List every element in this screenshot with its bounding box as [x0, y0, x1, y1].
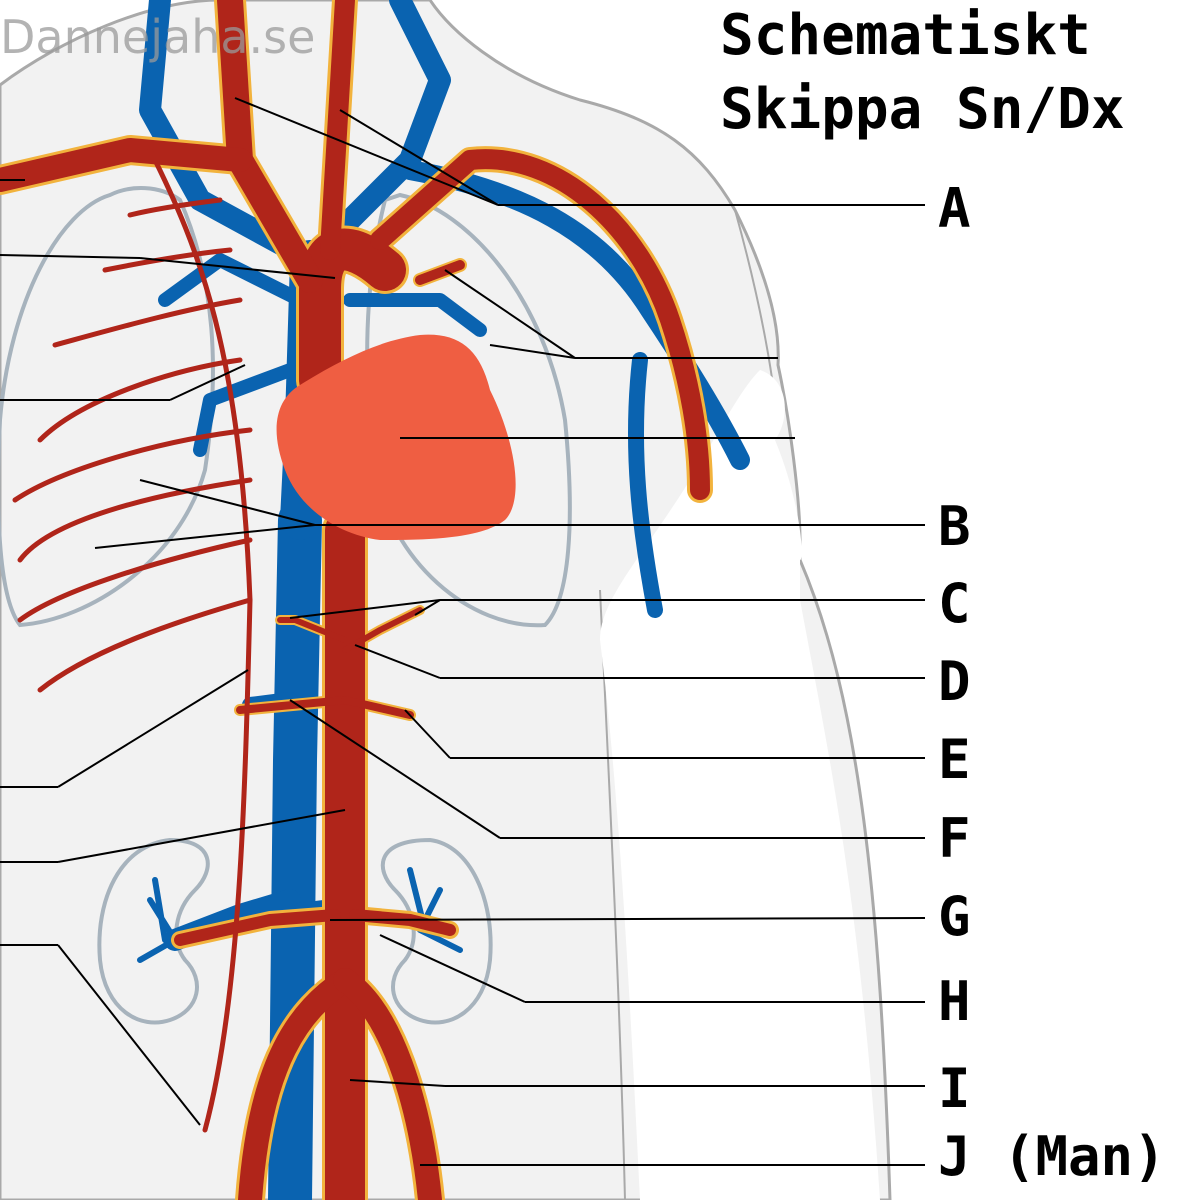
left-subclavian-artery — [370, 149, 710, 500]
left-iliac-artery — [333, 968, 442, 1200]
heart — [276, 334, 516, 540]
leader-e-1 — [404, 709, 451, 759]
intercostal-arteries — [12, 147, 253, 1133]
mesenteric-branch-left — [341, 696, 414, 719]
left-brachiocephalic-vein — [299, 0, 451, 271]
right-iliac-artery — [238, 968, 357, 1200]
right-pulmonary-vein — [158, 253, 307, 307]
leader-d-1 — [354, 644, 441, 679]
pulmonary-artery — [415, 260, 465, 285]
leader-c-2 — [414, 599, 441, 616]
label-i: I — [938, 1057, 971, 1120]
celiac-branch-right — [277, 617, 348, 643]
rib-artery-6 — [37, 597, 253, 693]
arteries — [0, 0, 710, 1200]
right-kidney-veins — [137, 877, 178, 963]
leader-a-2 — [339, 109, 499, 206]
right-pulmonary-vein-lower — [193, 363, 297, 457]
rib-artery-7 — [127, 197, 223, 218]
leader-lung-2 — [169, 364, 246, 401]
celiac-branch-left — [342, 607, 423, 653]
leader-left-1b — [57, 669, 249, 788]
leader-pulmonary-2 — [489, 344, 576, 359]
label-b: B — [938, 495, 971, 558]
label-c: C — [938, 572, 971, 635]
right-lung-outline — [0, 186, 215, 628]
leader-upper-2a — [0, 254, 141, 259]
leader-f-1 — [289, 699, 501, 839]
leader-a-1 — [234, 97, 499, 206]
title-line-2: Skippa Sn/Dx — [720, 77, 1125, 142]
rib-artery-4 — [17, 477, 253, 563]
left-cephalic-vein — [628, 352, 663, 618]
left-pulmonary-vein — [343, 293, 487, 337]
left-subclavian-vein — [400, 160, 750, 470]
leader-upper-2b — [139, 257, 336, 279]
right-subclavian-artery — [0, 138, 252, 192]
rib-artery-1 — [52, 297, 243, 348]
mesenteric-branch-right — [236, 696, 349, 714]
rib-artery-5 — [17, 537, 253, 623]
leader-b-1 — [139, 479, 316, 526]
right-kidney-outline — [97, 837, 210, 1025]
leader-g-main — [329, 917, 926, 921]
label-f: F — [938, 807, 971, 870]
label-j: J (Man) — [938, 1125, 1166, 1188]
label-d: D — [938, 650, 971, 713]
right-renal-artery — [174, 909, 341, 946]
leader-h-1 — [379, 934, 526, 1003]
watermark: Dannejaha.se — [0, 10, 316, 64]
title-line-1: Schematiskt — [720, 3, 1091, 68]
label-g: G — [938, 885, 971, 948]
leader-pulmonary-1 — [444, 269, 576, 359]
label-h: H — [938, 970, 971, 1033]
label-e: E — [938, 728, 971, 791]
leader-lines — [0, 97, 926, 1166]
leader-left-3b — [57, 944, 201, 1126]
label-a: A — [938, 177, 971, 240]
leader-left-2b — [57, 809, 346, 863]
leader-i-1 — [349, 1079, 446, 1087]
rib-artery-2 — [37, 357, 243, 443]
arm-gap — [600, 370, 880, 1200]
left-carotid-artery — [320, 0, 355, 260]
leader-c-1 — [289, 599, 441, 619]
rib-artery-3 — [12, 427, 253, 503]
leader-b-2 — [94, 524, 316, 549]
